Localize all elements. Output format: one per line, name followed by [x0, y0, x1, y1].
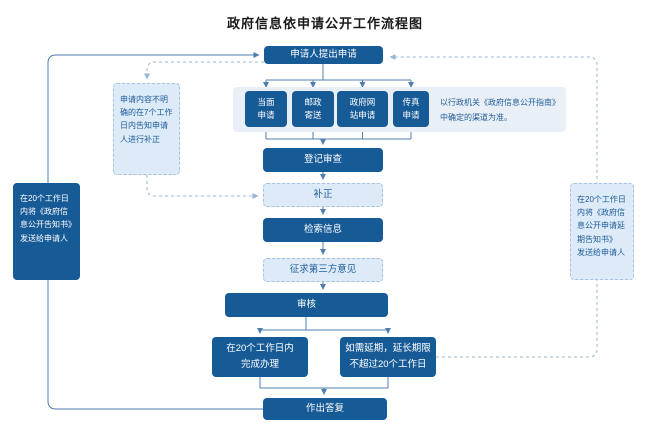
node-search-info: 检索信息 — [263, 218, 383, 242]
node-extension: 如需延期，延长期限 不超过20个工作日 — [340, 337, 436, 377]
node-channel-mail: 邮政 寄送 — [292, 91, 334, 127]
node-register-review: 登记审查 — [263, 148, 383, 172]
node-applicant-submit: 申请人提出申请 — [264, 46, 383, 64]
line-leftnote-to-supplement — [146, 175, 259, 199]
line-apply-to-leftnote — [144, 61, 264, 80]
page-title: 政府信息依申请公开工作流程图 — [226, 16, 423, 31]
channel-note-text: 以行政机关《政府信息公开指南》中确定的渠道为准。 — [440, 98, 560, 123]
node-channel-fax: 传真 申请 — [393, 91, 429, 127]
node-channel-inperson: 当面 申请 — [245, 91, 287, 127]
node-supplement: 补正 — [263, 183, 383, 207]
node-complete-within-20days: 在20个工作日内 完成办理 — [212, 337, 308, 377]
node-audit: 审核 — [225, 293, 388, 317]
note-send-extension-notice: 在20个工作日内将《政府信息公开申请延期告知书》 发送给申请人 — [570, 183, 634, 280]
node-channel-website: 政府网 站申请 — [337, 91, 388, 127]
note-unclear-content: 申请内容不明确的在7个工作日内告知申请人进行补正 — [113, 83, 180, 175]
note-send-disclosure-notice: 在20个工作日内将《政府信息公开告知书》发送给申请人 — [13, 183, 80, 280]
node-thirdparty-opinion: 征求第三方意见 — [263, 258, 383, 282]
node-make-reply: 作出答复 — [263, 398, 387, 420]
